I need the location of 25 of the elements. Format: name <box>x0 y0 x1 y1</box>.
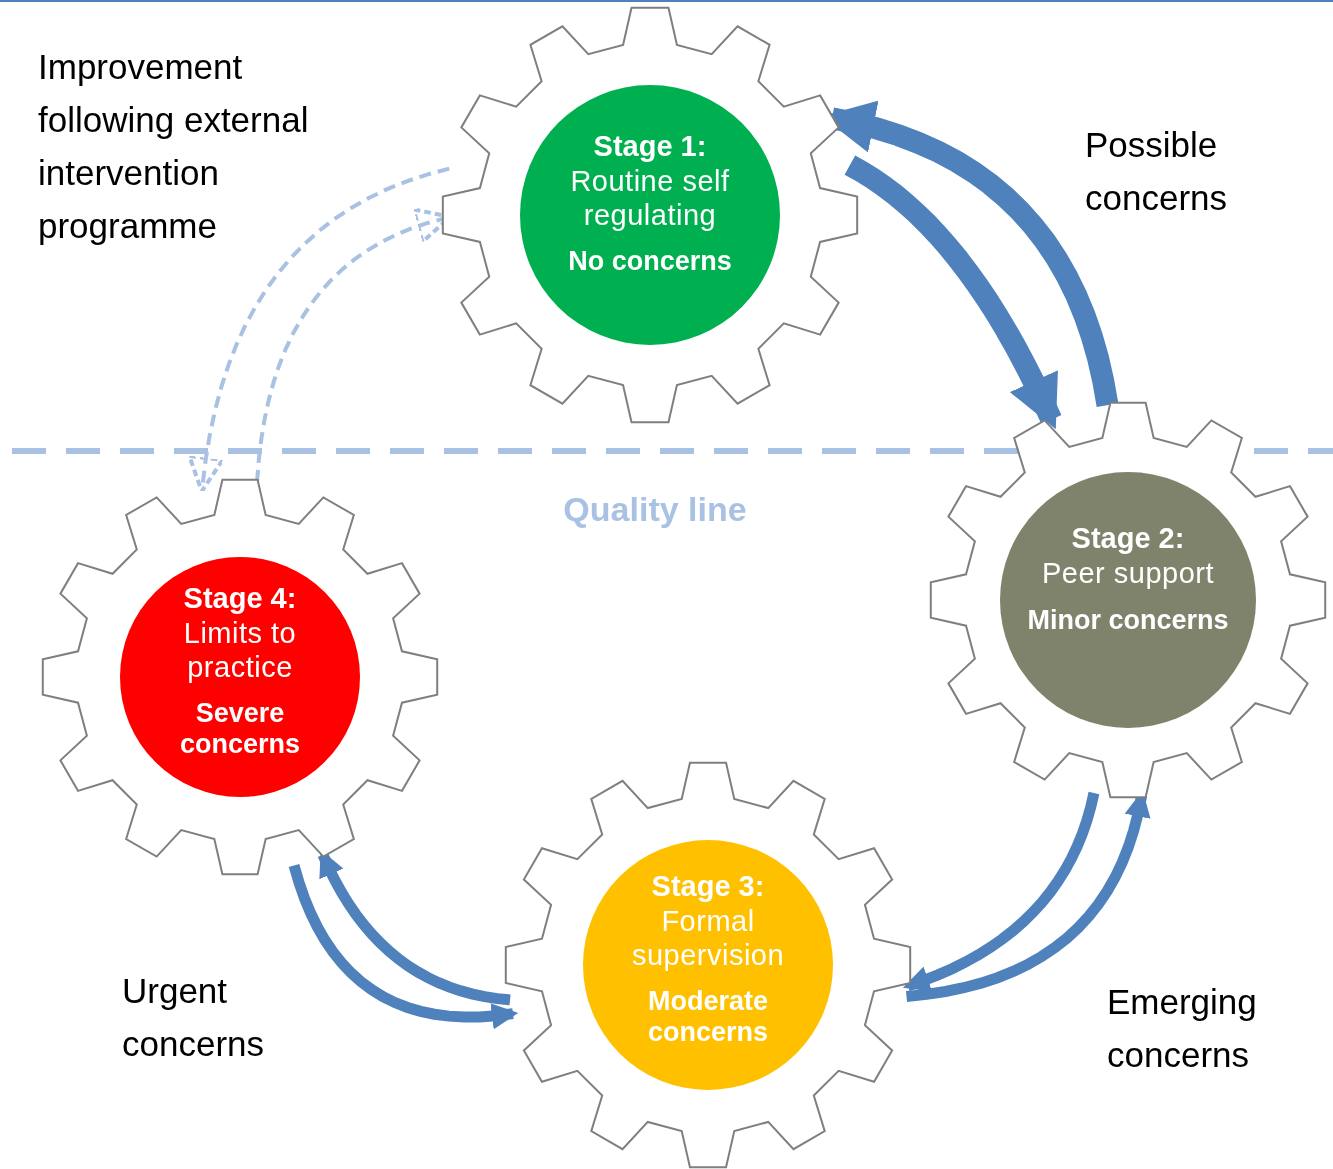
stage-name: Routine self regulating <box>569 165 731 233</box>
curved-arrow <box>902 791 1100 992</box>
gear-stage <box>928 400 1328 800</box>
stage-heading: Stage 1: <box>592 130 708 164</box>
stage-name: Peer support <box>1040 557 1215 591</box>
annotation-text: Emerging concerns <box>1107 981 1258 1076</box>
concern-level: Minor concerns <box>1026 604 1230 636</box>
annotation-text: Possible concerns <box>1085 124 1229 219</box>
stage-heading: Stage 3: <box>650 870 766 904</box>
quality-line-label: Quality line <box>562 489 748 530</box>
concern-level: No concerns <box>567 246 733 278</box>
annotation-text: Urgent concerns <box>122 970 266 1065</box>
curved-arrow <box>288 863 519 1030</box>
gear-stage <box>440 5 860 425</box>
curved-arrow <box>844 155 1062 430</box>
stage-heading: Stage 2: <box>1070 522 1186 556</box>
annotation-text: Improvement following external intervention programme <box>38 46 310 247</box>
dashed-arrow <box>187 166 450 494</box>
stage-heading: Stage 4: <box>182 582 298 616</box>
concern-level: Severe concerns <box>178 698 302 761</box>
stage-name: Limits to practice <box>182 617 298 685</box>
gear-stage <box>503 760 913 1169</box>
stage-name: Formal supervision <box>630 905 786 973</box>
gear-stage <box>40 477 440 877</box>
concern-level: Moderate concerns <box>646 986 770 1049</box>
